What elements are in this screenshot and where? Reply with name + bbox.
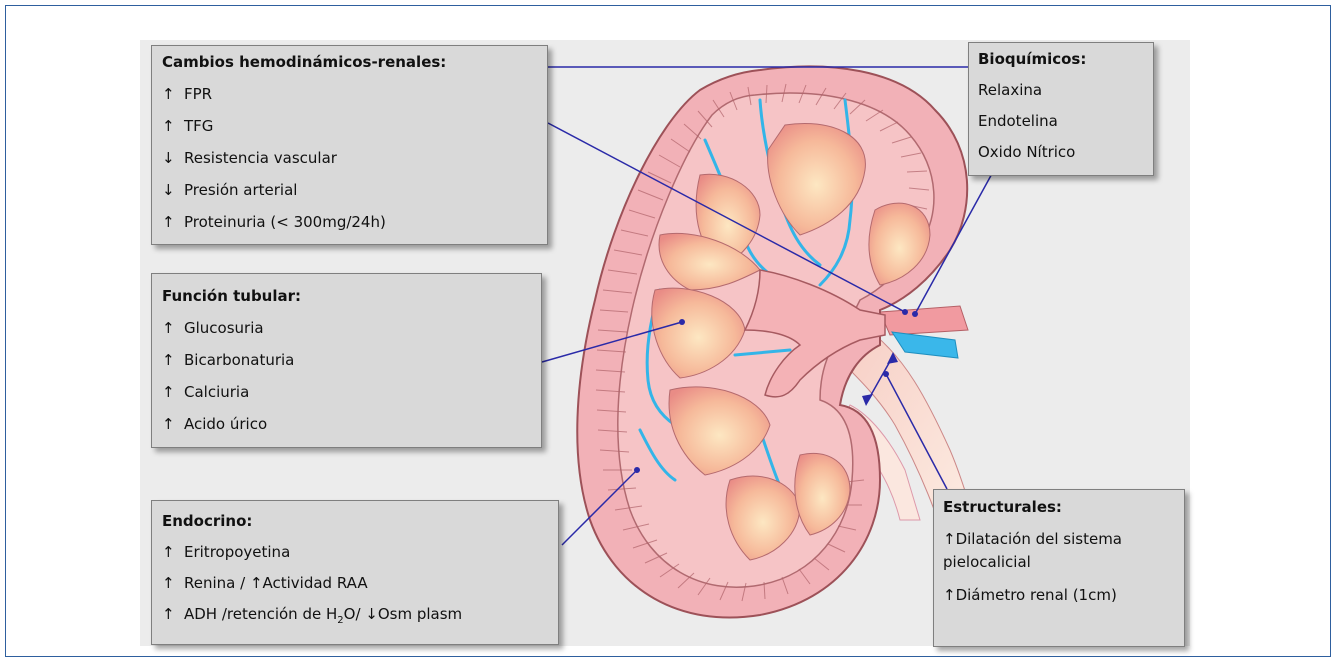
renal-vein [880,306,968,335]
hemo-item: ↑TFG [162,116,537,136]
hemodynamic-changes-box: Cambios hemodinámicos-renales: ↑FPR ↑TFG… [151,45,548,245]
biochemical-box: Bioquímicos: Relaxina Endotelina Oxido N… [968,42,1154,176]
endocrine-item: ↑Eritropoyetina [162,542,548,562]
endocrine-item: ↑ADH /retención de H2O/ ↓Osm plasm [162,604,548,631]
tubular-function-box: Función tubular: ↑Glucosuria ↑Bicarbonat… [151,273,542,448]
endocrine-item: ↑Renina / ↑Actividad RAA [162,573,548,593]
biochemical-title: Bioquímicos: [978,49,1144,69]
tubular-title: Función tubular: [162,286,531,306]
renal-artery-blue [892,332,958,358]
tubular-item: ↑Glucosuria [162,318,531,338]
endocrine-box: Endocrino: ↑Eritropoyetina ↑Renina / ↑Ac… [151,500,559,645]
structural-item: ↑Dilatación del sistema pielocalicial [943,528,1175,574]
tubular-item: ↑Bicarbonaturia [162,350,531,370]
endocrine-title: Endocrino: [162,511,548,531]
biochemical-item: Oxido Nítrico [978,142,1144,162]
hemo-item: ↓Presión arterial [162,180,537,200]
structural-title: Estructurales: [943,497,1175,517]
structural-box: Estructurales: ↑Dilatación del sistema p… [933,489,1185,647]
tubular-item: ↑Acido úrico [162,414,531,434]
biochemical-item: Endotelina [978,111,1144,131]
hemo-item: ↓Resistencia vascular [162,148,537,168]
hemo-item: ↑Proteinuria (< 300mg/24h) [162,212,537,232]
hemodynamic-title: Cambios hemodinámicos-renales: [162,52,537,72]
hemo-item: ↑FPR [162,84,537,104]
structural-item: ↑Diámetro renal (1cm) [943,585,1175,605]
tubular-item: ↑Calciuria [162,382,531,402]
biochemical-item: Relaxina [978,80,1144,100]
